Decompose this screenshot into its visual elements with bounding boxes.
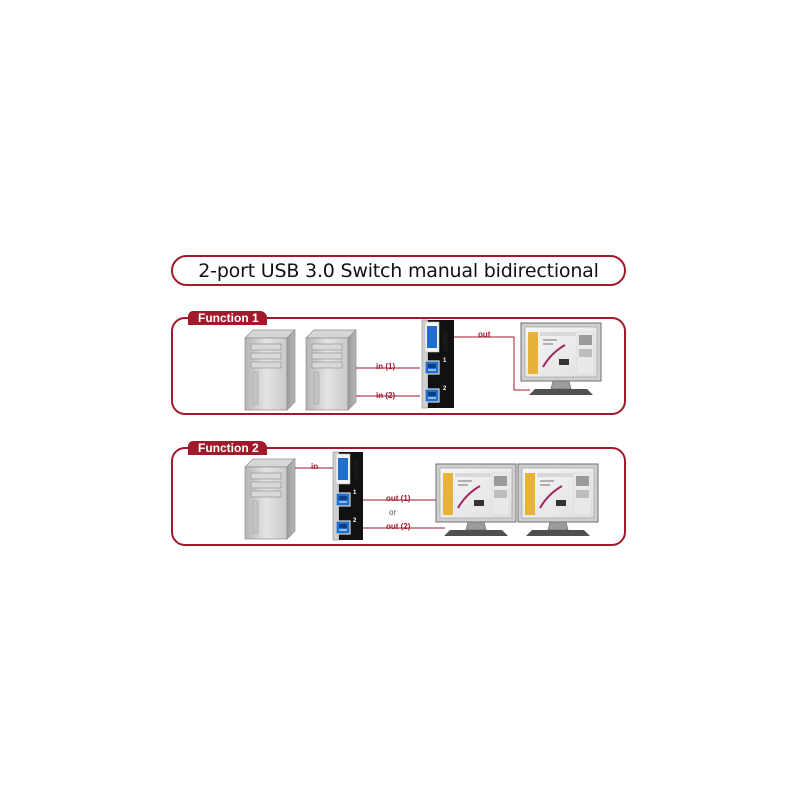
function-2-tab: Function 2: [188, 441, 267, 455]
computer-tower-1-icon: [244, 329, 296, 411]
switch-2-port-1-label: 1: [353, 490, 357, 496]
monitor-icon: [520, 322, 602, 396]
computer-tower-2-icon: [305, 329, 357, 411]
usb-port-2-icon: [424, 388, 440, 403]
usb-port-1-icon: [424, 360, 440, 375]
switch-1-port-1-label: 1: [443, 358, 447, 364]
title-box: 2-port USB 3.0 Switch manual bidirection…: [171, 255, 626, 286]
function-2-panel: [171, 447, 626, 546]
switch-1-inout-label: IN/OUT: [441, 332, 447, 353]
switch-1-port-2-label: 2: [443, 386, 447, 392]
usb-port-4-icon: [335, 520, 351, 535]
out-label: out: [478, 330, 491, 339]
monitor-1-icon: [435, 463, 517, 537]
switch-2-port-2-label: 2: [353, 518, 357, 524]
out-1-label: out (1): [386, 494, 411, 503]
diagram-title: 2-port USB 3.0 Switch manual bidirection…: [198, 259, 599, 282]
in-label: in: [311, 462, 319, 471]
monitor-2-icon: [517, 463, 599, 537]
usb-port-3-icon: [335, 492, 351, 507]
or-label: or: [389, 508, 397, 517]
switch-2-inout-label: IN/OUT: [352, 460, 358, 481]
function-1-panel: [171, 317, 626, 415]
function-1-tab: Function 1: [188, 311, 267, 325]
in-1-label: in (1): [376, 362, 396, 371]
computer-tower-3-icon: [244, 458, 296, 540]
in-2-label: in (2): [376, 391, 396, 400]
out-2-label: out (2): [386, 522, 411, 531]
